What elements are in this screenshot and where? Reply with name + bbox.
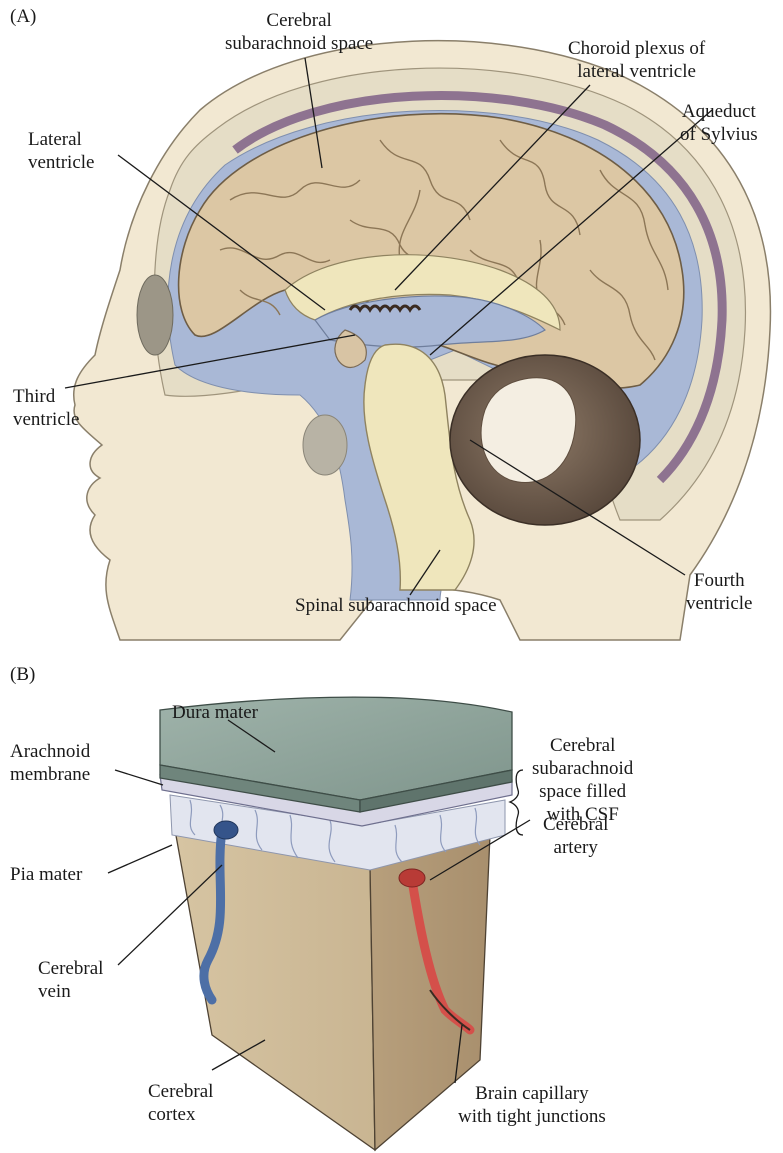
label-line: artery [543,836,608,859]
head-section [74,41,771,640]
label-line: Third [13,385,79,408]
label-line: subarachnoid space [225,32,373,55]
label-lateral-ventricle: Lateral ventricle [28,128,94,174]
label-cerebral-subarachnoid: Cerebral subarachnoid space [225,9,373,55]
label-dura-mater: Dura mater [172,701,258,724]
label-aqueduct: Aqueduct of Sylvius [680,100,758,146]
label-fourth-ventricle: Fourth ventricle [686,569,752,615]
label-line: Cerebral [543,813,608,836]
label-line: cortex [148,1103,213,1126]
label-line: of Sylvius [680,123,758,146]
label-line: Arachnoid [10,740,90,763]
label-line: membrane [10,763,90,786]
label-cerebral-artery: Cerebral artery [543,813,608,859]
label-arachnoid: Arachnoid membrane [10,740,90,786]
label-pia-mater: Pia mater [10,863,82,886]
panel-b-tag: (B) [10,663,35,686]
artery-opening [399,869,425,887]
label-cerebral-vein: Cerebral vein [38,957,103,1003]
frontal-sinus [137,275,173,355]
label-choroid-plexus: Choroid plexus of lateral ventricle [568,37,705,83]
vein-opening [214,821,238,839]
label-cerebral-cortex: Cerebral cortex [148,1080,213,1126]
label-line: ventricle [13,408,79,431]
label-brain-capillary: Brain capillary with tight junctions [458,1082,606,1128]
label-line: ventricle [686,592,752,615]
label-line: vein [38,980,103,1003]
label-line: Choroid plexus of [568,37,705,60]
label-line: Cerebral [38,957,103,980]
label-line: Cerebral [225,9,373,32]
label-line: Cerebral [532,734,633,757]
label-line: Cerebral [148,1080,213,1103]
sphenoid-sinus [303,415,347,475]
label-line: with tight junctions [458,1105,606,1128]
panel-a-tag: (A) [10,5,36,28]
label-line: Lateral [28,128,94,151]
label-line: space filled [532,780,633,803]
label-line: Brain capillary [458,1082,606,1105]
label-line: ventricle [28,151,94,174]
label-line: lateral ventricle [568,60,705,83]
label-line: Fourth [686,569,752,592]
label-line: subarachnoid [532,757,633,780]
label-line: Aqueduct [680,100,758,123]
label-third-ventricle: Third ventricle [13,385,79,431]
label-spinal-subarachnoid: Spinal subarachnoid space [295,594,497,617]
